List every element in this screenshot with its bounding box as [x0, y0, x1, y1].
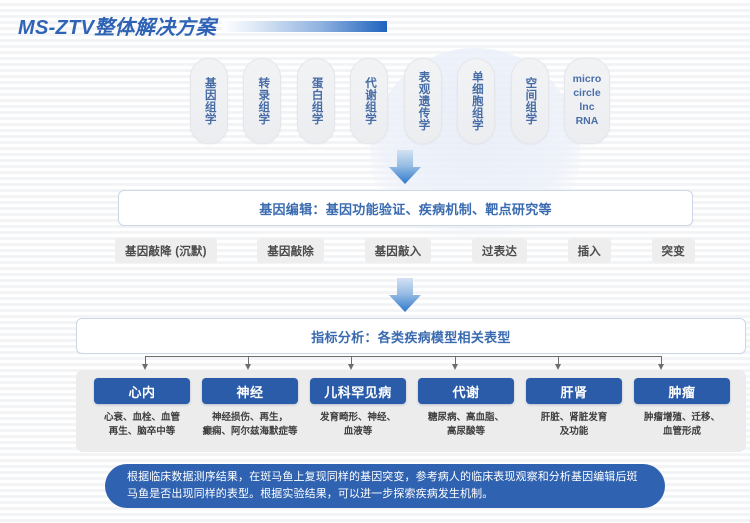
disease-card-row: 心内 心衰、血栓、血管 再生、脑卒中等 神经 神经损伤、再生， 癫痫、阿尔兹海默… [92, 378, 732, 450]
connector-tick [351, 356, 352, 365]
connector-arrow-icon [348, 364, 354, 370]
arrow-head [389, 167, 421, 184]
connector-lines [142, 356, 664, 370]
indicator-analysis-section[interactable]: 指标分析：各类疾病模型相关表型 [76, 318, 746, 354]
connector-arrow-icon [555, 364, 561, 370]
omics-card-label: 转录组学 [257, 77, 270, 125]
omics-card-genomics[interactable]: 基因组学 [190, 58, 228, 144]
conclusion-text: 根据临床数据测序结果，在斑马鱼上复现同样的基因突变，参考病人的临床表现观察和分析… [127, 470, 638, 500]
disease-name[interactable]: 儿科罕见病 [310, 378, 406, 404]
title-gradient-bar [222, 20, 388, 32]
connector-arrow-icon [245, 364, 251, 370]
page-title: MS-ZTV整体解决方案 [18, 10, 388, 40]
connector-tick [661, 356, 662, 365]
omics-card-label: 单细胞组学 [470, 71, 483, 131]
disease-description: 发育畸形、神经、 血液等 [319, 412, 396, 437]
connector-horizontal-line [145, 356, 662, 357]
omics-card-transcriptomics[interactable]: 转录组学 [243, 58, 282, 144]
arrow-shaft [397, 150, 413, 168]
connector-arrow-icon [658, 364, 664, 370]
disease-description: 心衰、血栓、血管 再生、脑卒中等 [103, 412, 180, 437]
connector-tick [145, 356, 146, 365]
omics-card-noncoding-rna[interactable]: micro circle lnc RNA [563, 58, 610, 144]
omics-card-label: 表观遗传学 [417, 71, 430, 131]
indicator-analysis-label: 指标分析：各类疾病模型相关表型 [311, 329, 511, 345]
method-pill-overexpression[interactable]: 过表达 [471, 238, 528, 263]
arrow-down-icon-1 [389, 150, 421, 184]
disease-description: 肿瘤增殖、迁移、 血管形成 [643, 412, 720, 437]
omics-card-single-cell[interactable]: 单细胞组学 [457, 58, 496, 144]
omics-card-proteomics[interactable]: 蛋白组学 [296, 58, 335, 144]
disease-card-cardiology[interactable]: 心内 心衰、血栓、血管 再生、脑卒中等 [92, 378, 192, 450]
method-pill-insertion[interactable]: 插入 [567, 238, 611, 263]
omics-card-metabolomics[interactable]: 代谢组学 [350, 58, 389, 144]
connector-tick [248, 356, 249, 365]
disease-card-metabolism[interactable]: 代谢 糖尿病、高血脂、 高尿酸等 [416, 378, 516, 450]
disease-name[interactable]: 神经 [202, 378, 298, 404]
connector-tick [455, 356, 456, 365]
disease-card-tumor[interactable]: 肿瘤 肿瘤增殖、迁移、 血管形成 [632, 378, 732, 450]
arrow-down-icon-2 [389, 278, 421, 312]
disease-name[interactable]: 心内 [94, 378, 190, 404]
omics-card-spatial[interactable]: 空间组学 [510, 58, 549, 144]
arrow-shaft [397, 278, 413, 296]
conclusion-banner: 根据临床数据测序结果，在斑马鱼上复现同样的基因突变，参考病人的临床表现观察和分析… [105, 464, 665, 508]
disease-description: 神经损伤、再生， 癫痫、阿尔兹海默症等 [202, 412, 298, 437]
method-pill-knockdown[interactable]: 基因敲降 (沉默) [115, 238, 217, 263]
disease-name[interactable]: 肝肾 [526, 378, 622, 404]
disease-name[interactable]: 代谢 [418, 378, 514, 404]
omics-card-label: 空间组学 [524, 77, 537, 125]
method-pill-mutation[interactable]: 突变 [651, 238, 695, 263]
page-title-text: MS-ZTV整体解决方案 [18, 16, 217, 39]
arrow-head [389, 295, 421, 312]
method-pill-knockin[interactable]: 基因敲入 [364, 238, 432, 263]
method-pill-knockout[interactable]: 基因敲除 [257, 238, 325, 263]
disease-card-pediatric-rare[interactable]: 儿科罕见病 发育畸形、神经、 血液等 [308, 378, 408, 450]
method-pill-row: 基因敲降 (沉默) 基因敲除 基因敲入 过表达 插入 突变 [115, 238, 695, 263]
disease-card-liver-kidney[interactable]: 肝肾 肝脏、肾脏发育 及功能 [524, 378, 624, 450]
gene-editing-label: 基因编辑：基因功能验证、疾病机制、靶点研究等 [259, 201, 552, 217]
omics-card-epigenetics[interactable]: 表观遗传学 [403, 58, 442, 144]
omics-card-label: 代谢组学 [364, 77, 377, 125]
gene-editing-section[interactable]: 基因编辑：基因功能验证、疾病机制、靶点研究等 [118, 190, 693, 226]
disease-card-neurology[interactable]: 神经 神经损伤、再生， 癫痫、阿尔兹海默症等 [200, 378, 300, 450]
omics-card-label: 基因组学 [203, 77, 216, 125]
disease-name[interactable]: 肿瘤 [634, 378, 730, 404]
connector-arrow-icon [142, 364, 148, 370]
connector-tick [558, 356, 559, 365]
omics-card-label: 蛋白组学 [310, 77, 323, 125]
omics-card-label: micro circle lnc RNA [572, 73, 602, 127]
disease-description: 肝脏、肾脏发育 及功能 [540, 412, 608, 437]
connector-arrow-icon [452, 364, 458, 370]
omics-card-row: 基因组学 转录组学 蛋白组学 代谢组学 表观遗传学 单细胞组学 空间组学 mic… [190, 58, 610, 144]
disease-description: 糖尿病、高血脂、 高尿酸等 [427, 412, 504, 437]
